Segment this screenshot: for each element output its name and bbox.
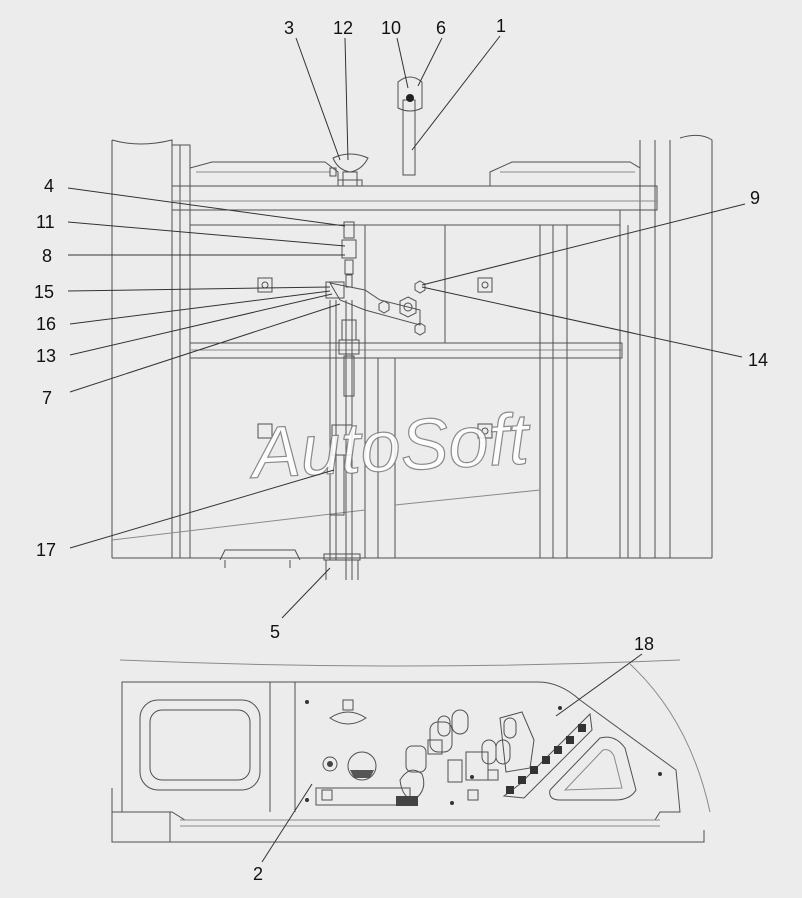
floor-base: [111, 788, 705, 843]
leader-9: [421, 203, 746, 286]
leader-3: [295, 37, 341, 161]
ignition-center: [327, 761, 333, 767]
top-beam: [171, 185, 658, 211]
callout-7: 7: [42, 388, 52, 408]
leader-15: [67, 286, 331, 292]
right-side-cover: [549, 736, 637, 801]
bracket-arm: [329, 282, 421, 326]
callout-1: 1: [496, 16, 506, 36]
control-knob: [329, 153, 369, 187]
left-post-inner: [172, 144, 191, 558]
leader-18: [555, 653, 643, 717]
callout-9: 9: [750, 188, 760, 208]
shift-lever: [397, 76, 423, 176]
leader-7: [69, 303, 341, 393]
callout-2: 2: [253, 864, 263, 884]
leader-13: [69, 293, 333, 356]
floor-trim: [180, 819, 660, 827]
leader-lines: [67, 35, 746, 863]
callout-12: 12: [333, 18, 353, 38]
right-tray: [489, 161, 641, 186]
leader-14: [421, 286, 743, 358]
callout-14: 14: [748, 350, 768, 370]
callout-15: 15: [34, 282, 54, 302]
center-upright: [364, 225, 396, 558]
callout-16: 16: [36, 314, 56, 334]
leader-17: [69, 469, 335, 549]
button-strip: [502, 712, 593, 799]
panel-divider: [269, 682, 296, 812]
joystick: [399, 769, 425, 801]
callout-8: 8: [42, 246, 52, 266]
cable-left: [329, 300, 337, 560]
panel-rivets: [305, 700, 662, 802]
leader-11: [67, 221, 346, 247]
leader-4: [67, 187, 346, 227]
callout-17: 17: [36, 540, 56, 560]
hex-nut-group: [378, 280, 426, 336]
watermark-text: AutoSoft: [246, 399, 533, 494]
mid-beam: [190, 209, 621, 225]
callout-6: 6: [436, 18, 446, 38]
small-switch: [321, 789, 333, 801]
vent-panel-inner: [149, 709, 251, 781]
leader-1: [411, 35, 501, 151]
bottom-bracket: [219, 549, 301, 568]
frame-inner: [190, 224, 629, 558]
cable-ends: [325, 560, 359, 580]
panel-top-curve: [119, 659, 681, 667]
leader-2: [261, 783, 313, 863]
back-plate: [365, 224, 446, 343]
callout-labels: 3 12 10 6 1 4 11 8 15 16 13 7 9 14 17 5 …: [34, 16, 768, 884]
vent-panel-outer: [139, 699, 261, 791]
leader-16: [69, 290, 331, 325]
dial-gauge: [347, 751, 377, 781]
panel-right-curve: [629, 663, 711, 813]
left-post: [111, 139, 173, 558]
callout-11: 11: [36, 212, 55, 232]
joystick-base: [396, 796, 418, 806]
leader-12: [344, 37, 349, 161]
left-tray: [189, 161, 339, 186]
instrument-cluster: [405, 709, 535, 805]
ignition-switch: [322, 756, 338, 772]
callout-3: 3: [284, 18, 294, 38]
indicator-box: [342, 699, 354, 711]
indicator-lens: [329, 711, 367, 725]
leader-10: [396, 37, 409, 89]
right-upright: [539, 225, 568, 558]
callout-13: 13: [36, 346, 56, 366]
cable-assembly: [323, 221, 361, 580]
right-side-cover-inner: [563, 749, 623, 791]
panel-diagonal: [111, 489, 541, 541]
bolt-marks: [257, 277, 493, 439]
callout-5: 5: [270, 622, 280, 642]
callout-18: 18: [634, 634, 654, 654]
dial-base: [350, 770, 374, 778]
leader-5: [281, 567, 331, 619]
leader-6: [417, 37, 443, 87]
lower-panel: [111, 659, 711, 843]
callout-4: 4: [44, 176, 54, 196]
callout-10: 10: [381, 18, 401, 38]
right-post: [639, 134, 713, 558]
lower-switch-row: [315, 787, 411, 806]
upper-assembly: [111, 76, 713, 580]
